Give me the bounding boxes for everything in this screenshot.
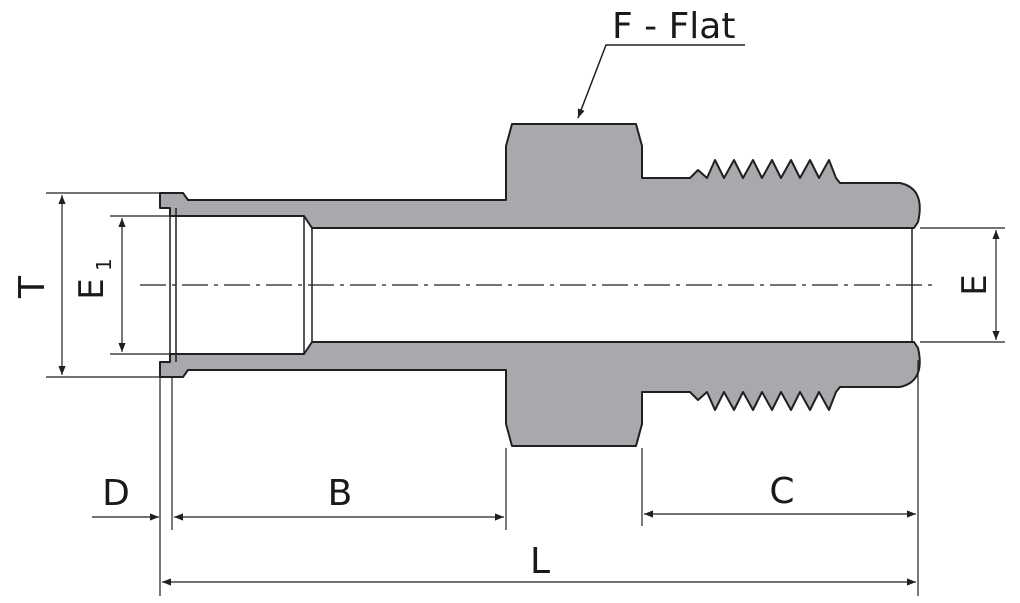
e1-label: E 1 [72,258,116,299]
l-label: L [530,541,550,582]
fitting-body-bottom [159,341,921,447]
b-label: B [328,473,353,514]
flat-label: F - Flat [612,6,735,47]
t-label: T [12,275,53,299]
d-label: D [102,473,130,514]
c-label: C [769,471,794,512]
svg-text:E: E [72,278,112,299]
flat-leader-line [577,44,745,119]
e-label: E [955,274,995,295]
fitting-body-top [159,123,921,229]
svg-text:1: 1 [92,258,116,271]
